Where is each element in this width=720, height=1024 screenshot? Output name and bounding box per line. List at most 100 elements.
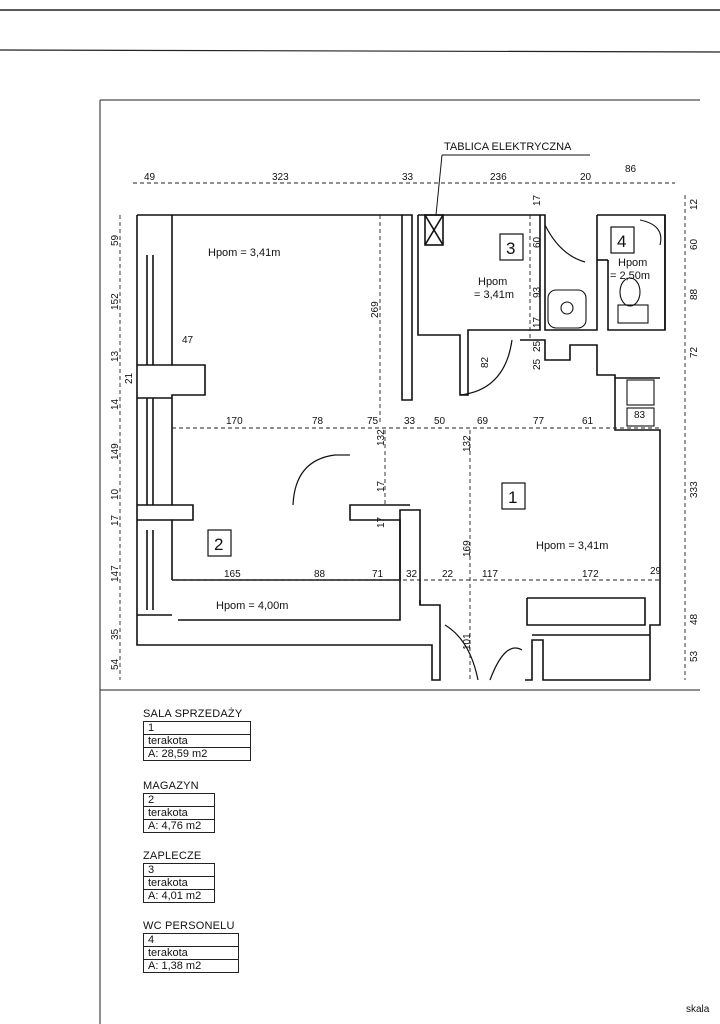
dim-left-0: 59 [110, 234, 121, 246]
legend-room-2-number: 2 [143, 793, 215, 807]
dim-vert-6: 101 [462, 633, 473, 650]
dims-vertical: 269 132 132 17 17 169 101 82 17 60 93 17… [182, 194, 543, 650]
dim-right-3: 72 [689, 346, 700, 358]
sanitary-fixtures [547, 219, 662, 427]
dim-right-4: 333 [689, 481, 700, 498]
legend-room-4-table: 4 terakota A: 1,38 m2 [143, 933, 239, 973]
legend-room-4-number: 4 [143, 933, 239, 947]
dim-left-8: 147 [110, 565, 121, 582]
dim-vert-10: 93 [532, 286, 543, 298]
legend-room-4: WC PERSONELU 4 terakota A: 1,38 m2 [143, 920, 239, 973]
dim-right-2: 88 [689, 288, 700, 300]
dim-low-4: 22 [442, 569, 454, 580]
dim-left-1: 152 [110, 293, 121, 310]
dim-vert-3: 17 [376, 480, 387, 492]
dim-vert-1: 132 [376, 429, 387, 446]
dim-low-5: 117 [482, 569, 498, 580]
legend-room-1-area: A: 28,59 m2 [143, 747, 251, 761]
dim-vert-0: 269 [370, 301, 381, 318]
legend-room-4-title: WC PERSONELU [143, 920, 235, 932]
dim-top-1: 323 [272, 172, 289, 183]
legend-room-1-title: SALA SPRZEDAŻY [143, 708, 243, 720]
dim-vert-5: 169 [462, 540, 473, 557]
dim-mid-6: 77 [533, 416, 545, 427]
height-room-3-label: Hpom [478, 276, 507, 288]
dim-top-4: 20 [580, 172, 592, 183]
dims-right: 12 60 88 72 333 48 53 [689, 198, 700, 662]
sink-icon [547, 289, 587, 329]
legend-room-3: ZAPLECZE 3 terakota A: 4,01 m2 [143, 850, 215, 903]
room-number-3: 3 [506, 239, 515, 258]
dim-mid-2: 75 [367, 416, 379, 427]
dim-vert-14: 47 [182, 335, 194, 346]
door-swings [292, 224, 586, 681]
scale-label: skala [686, 1004, 710, 1015]
sink-corner-icon [639, 219, 662, 246]
dim-left-9: 35 [110, 628, 121, 640]
dim-left-7: 17 [110, 514, 121, 526]
tablica-leader [435, 154, 590, 216]
dim-right-6: 53 [689, 650, 700, 662]
dim-left-10: 54 [110, 658, 121, 670]
legend-room-3-title: ZAPLECZE [143, 850, 202, 862]
dim-right-1: 60 [689, 238, 700, 250]
dim-left-3: 21 [124, 372, 135, 384]
dim-left-5: 149 [110, 443, 121, 460]
dims-left: 59 152 13 21 14 149 10 17 147 35 54 [110, 234, 135, 670]
toilet-icon [619, 277, 641, 307]
dim-top-0: 49 [144, 172, 156, 183]
room-number-boxes [207, 226, 635, 557]
dimension-lines [119, 182, 686, 680]
dim-mid-3: 33 [404, 416, 416, 427]
legend-room-1: SALA SPRZEDAŻY 1 terakota A: 28,59 m2 [143, 708, 251, 761]
height-room-1: Hpom = 3,41m [536, 540, 608, 552]
dim-top-5: 86 [625, 164, 637, 175]
room-number-4: 4 [617, 232, 626, 251]
dim-vert-7: 82 [480, 356, 491, 368]
dims-top: 49 323 33 236 20 86 [144, 164, 637, 183]
dim-right-5: 48 [689, 613, 700, 625]
walls [136, 214, 666, 681]
dim-vert-2: 132 [462, 435, 473, 452]
room-number-2: 2 [214, 535, 223, 554]
room-number-1: 1 [508, 488, 517, 507]
sheet-frame [0, 9, 720, 1024]
dim-mid-7: 61 [582, 416, 594, 427]
dim-low-6: 172 [582, 569, 599, 580]
legend-room-3-area: A: 4,01 m2 [143, 889, 215, 903]
dim-low-1: 88 [314, 569, 326, 580]
dim-vert-12: 25 [532, 340, 543, 352]
legend-room-2-floor: terakota [143, 806, 215, 820]
dim-top-2: 33 [402, 172, 414, 183]
height-room-3-value: = 3,41m [474, 289, 514, 301]
height-room-4-value: = 2,50m [610, 270, 650, 282]
dim-mid-0: 170 [226, 416, 243, 427]
dim-left-4: 14 [110, 398, 121, 410]
legend-room-1-table: 1 terakota A: 28,59 m2 [143, 721, 251, 761]
legend-room-4-area: A: 1,38 m2 [143, 959, 239, 973]
legend-room-3-floor: terakota [143, 876, 215, 890]
legend-room-2-title: MAGAZYN [143, 780, 199, 792]
dim-vert-8: 17 [532, 194, 543, 206]
dim-low-2: 71 [372, 569, 384, 580]
dims-lower-row: 165 88 71 32 22 117 172 29 [224, 566, 662, 580]
dims-middle-row: 170 78 75 33 50 69 77 61 83 [226, 410, 646, 427]
legend-room-3-number: 3 [143, 863, 215, 877]
dim-vert-13: 25 [532, 358, 543, 370]
height-room-4-label: Hpom [618, 257, 647, 269]
legend-room-1-floor: terakota [143, 734, 251, 748]
height-top-left: Hpom = 3,41m [208, 247, 280, 259]
label-tablica-elektryczna: TABLICA ELEKTRYCZNA [444, 141, 572, 153]
dim-vert-4: 17 [376, 516, 387, 528]
legend-room-3-table: 3 terakota A: 4,01 m2 [143, 863, 215, 903]
dim-mid-1: 78 [312, 416, 324, 427]
dim-vert-9: 60 [532, 236, 543, 248]
legend-room-2-table: 2 terakota A: 4,76 m2 [143, 793, 215, 833]
dim-mid-5: 69 [477, 416, 489, 427]
dim-low-3: 32 [406, 569, 418, 580]
dim-left-2: 13 [110, 350, 121, 362]
dim-low-0: 165 [224, 569, 241, 580]
height-room-2: Hpom = 4,00m [216, 600, 288, 612]
dim-right-0: 12 [689, 198, 700, 210]
